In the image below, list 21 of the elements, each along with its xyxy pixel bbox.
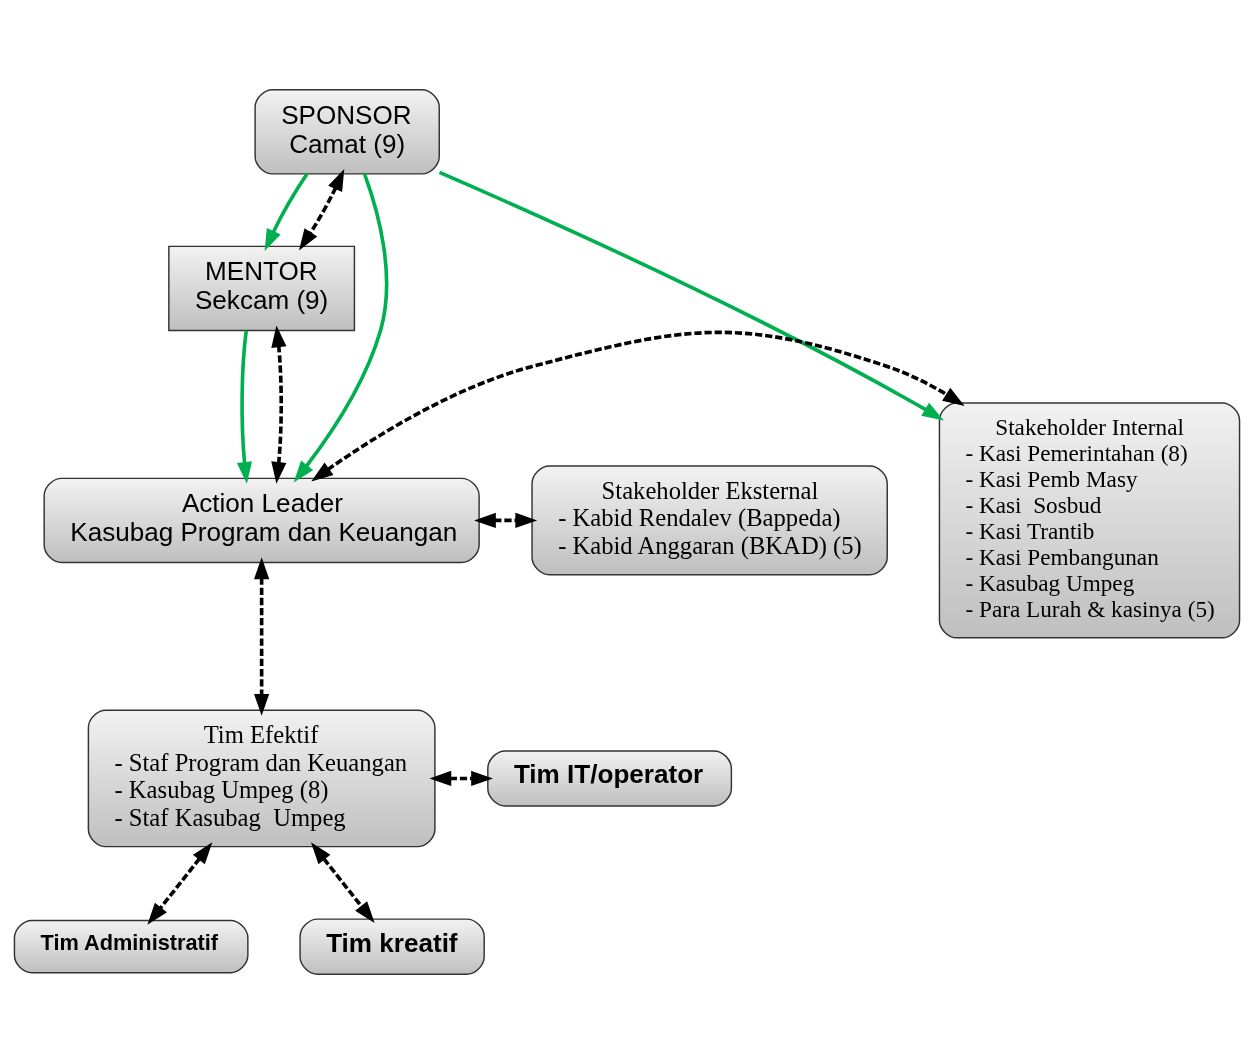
node-box: MENTOR Sekcam (9)	[168, 245, 356, 332]
node-box: SPONSOR Camat (9)	[254, 89, 440, 175]
arrow	[264, 173, 309, 251]
node-box: Stakeholder Eksternal - Kabid Rendalev (Bappeda) - Kabid Anggaran (BKAD) (5)	[531, 465, 888, 576]
arrow	[254, 557, 270, 716]
arrow	[438, 170, 944, 421]
node-box: Tim IT/operator	[487, 750, 733, 807]
node-box: Action Leader Kasubag Program dan Keuangan	[43, 477, 480, 564]
arrow	[147, 842, 213, 925]
arrow	[293, 173, 389, 483]
arrow	[311, 330, 965, 482]
arrow	[474, 512, 538, 529]
node-box: Stakeholder Internal - Kasi Pemerintahan (8) - Kasi Pemb Masy - Kasi Sosbud - Kasi Trantib - Kasi Pembangunan - Kasubag Umpeg - Para Lurah & kasinya (5)	[938, 402, 1241, 639]
arrow	[429, 770, 493, 787]
arrow	[271, 325, 287, 484]
arrow	[236, 330, 253, 484]
node-box: Tim kreatif	[299, 918, 485, 975]
node-box: Tim Efektif - Staf Program dan Keuangan - Kasubag Umpeg (8) - Staf Kasubag Umpeg	[87, 709, 436, 848]
arrow	[310, 842, 375, 923]
arrow	[299, 169, 345, 251]
node-box: Tim Administratif	[13, 919, 249, 974]
